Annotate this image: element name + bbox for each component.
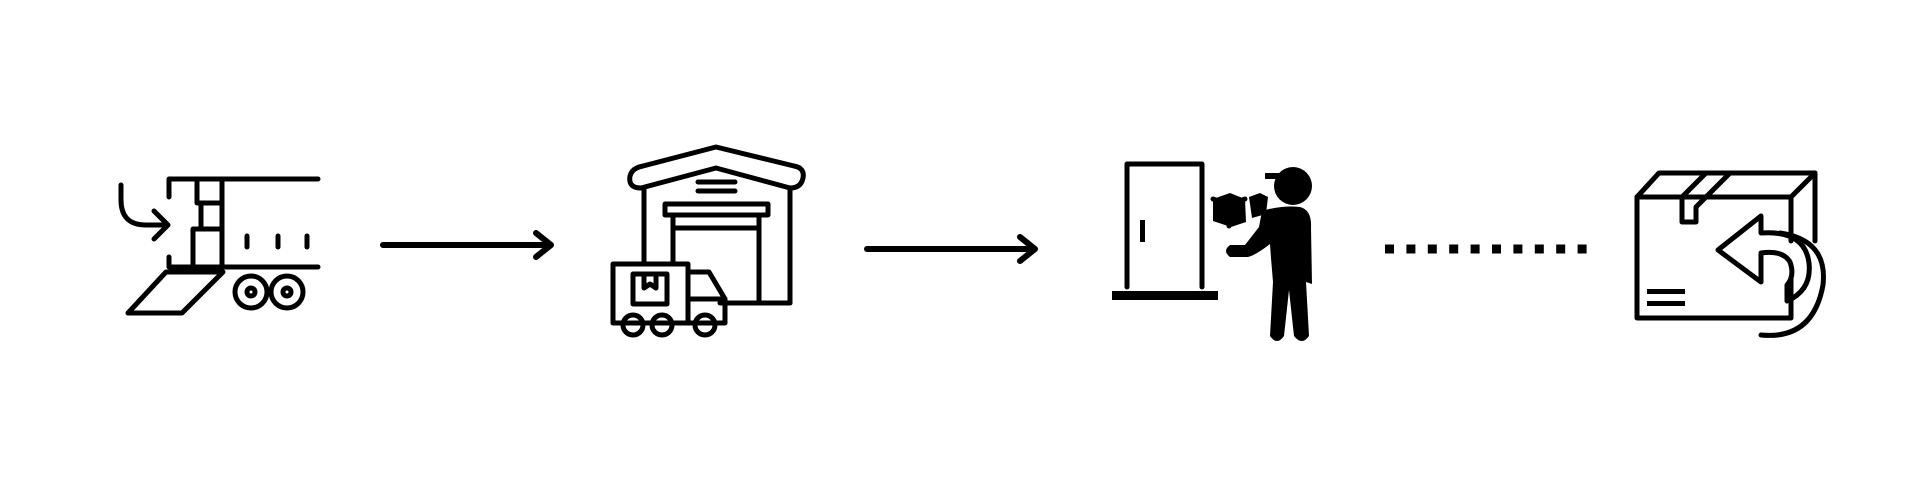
connector-dot [1427, 244, 1437, 254]
connector-dot [1449, 244, 1459, 254]
package-return-icon [1634, 170, 1826, 338]
connector-dot [1385, 244, 1394, 254]
connector-dot [1513, 244, 1523, 254]
connector-dotted-line [1385, 244, 1587, 254]
cargo-loading-icon [118, 176, 321, 316]
connector-dot [1534, 244, 1544, 254]
warehouse-forklift-icon [610, 144, 806, 338]
connector-dot [1577, 244, 1587, 254]
connector-dot [1470, 244, 1480, 254]
connector-dot [1406, 244, 1416, 254]
doorstep-delivery-icon [1112, 161, 1312, 341]
connector-dot [1492, 244, 1501, 254]
connector-arrow-2 [864, 234, 1038, 264]
connector-arrow-1 [380, 230, 554, 260]
connector-dot [1556, 244, 1566, 254]
